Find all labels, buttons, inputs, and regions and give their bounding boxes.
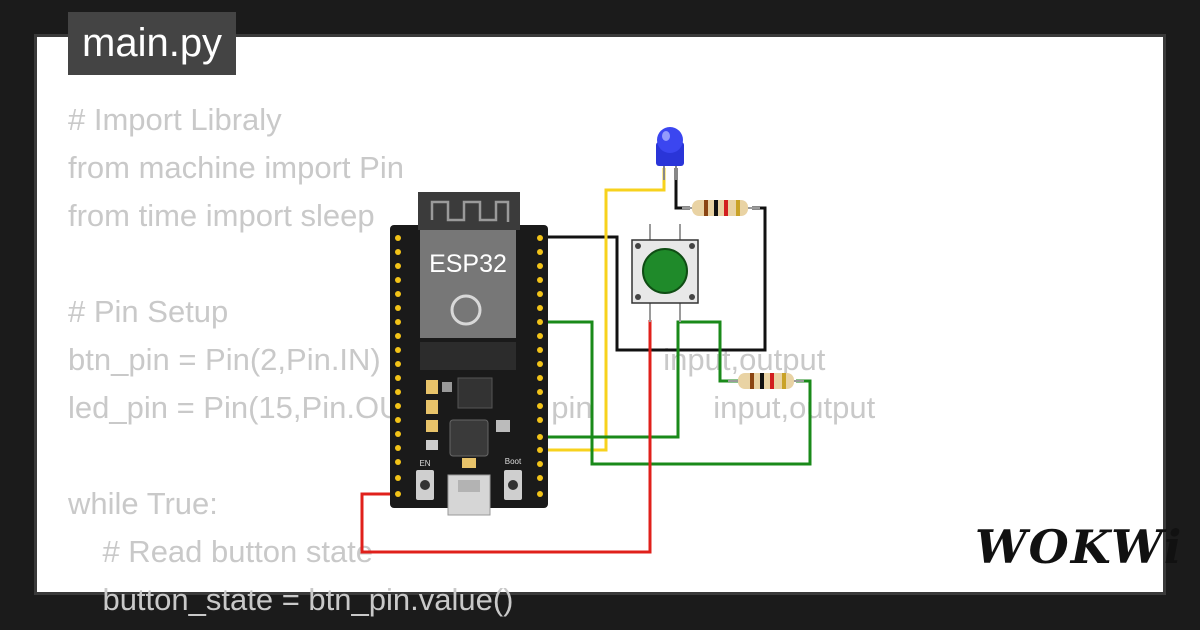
project-card — [34, 34, 1166, 595]
wire-green-2 — [540, 320, 738, 439]
wire-red — [360, 320, 652, 554]
resistor-2[interactable] — [728, 373, 804, 389]
code-line-10: # Read button state — [68, 534, 374, 569]
wire-black-led — [674, 168, 690, 210]
espressif-logo-icon — [450, 294, 482, 326]
esp32-board[interactable]: ESP32 EN Boot — [390, 192, 548, 516]
wire-yellow — [540, 168, 666, 452]
wire-green-1 — [540, 320, 812, 466]
code-line-9: while True: — [68, 486, 218, 521]
esp32-label: ESP32 — [429, 250, 507, 278]
push-button[interactable] — [631, 224, 699, 322]
boot-label: Boot — [505, 457, 522, 466]
code-line-3: from time import sleep — [68, 198, 375, 233]
file-tab-main-py[interactable]: main.py — [68, 12, 237, 75]
wire-black — [540, 206, 767, 352]
code-line-5: # Pin Setup — [68, 294, 229, 329]
code-line-2: from machine import Pin — [68, 150, 404, 185]
code-line-1: # Import Libraly — [68, 102, 282, 137]
resistor-1[interactable] — [682, 200, 760, 216]
en-label: EN — [419, 459, 430, 468]
wokwi-logo: WOKWi — [975, 520, 1184, 574]
blue-led[interactable] — [656, 127, 684, 180]
code-line-11: button_state = btn_pin.value() — [68, 582, 514, 617]
